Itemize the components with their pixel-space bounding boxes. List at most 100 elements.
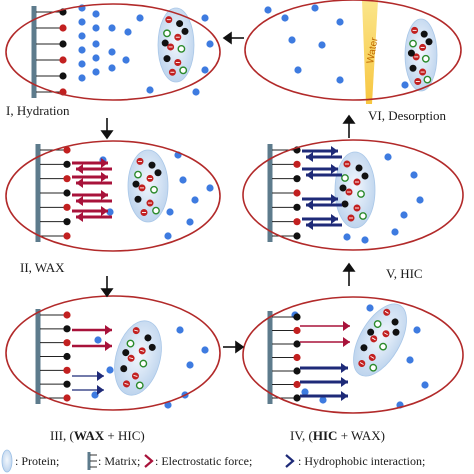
minus-mark: [134, 329, 139, 332]
ligand-head: [293, 232, 301, 240]
solvent-dot: [288, 36, 296, 44]
panel-outline: [242, 296, 464, 414]
solvent-dot: [294, 66, 302, 74]
flow-arrows: [100, 31, 356, 354]
ligand-head: [293, 353, 301, 362]
electrostatic-arrow-head: [343, 321, 350, 331]
residue: [122, 349, 130, 357]
panel-hic: [242, 139, 464, 251]
flow-arrow-right: [223, 340, 245, 354]
solvent-dot: [78, 46, 86, 54]
electrostatic-arrow-head: [76, 164, 83, 174]
protein: [334, 151, 376, 229]
hydrophobic-arrow-head: [306, 220, 313, 230]
legend-matrix-label: : Matrix;: [98, 454, 140, 468]
solvent-dot: [201, 66, 209, 74]
solvent-dot: [318, 41, 326, 49]
hydrophobic-arrow-head: [341, 363, 348, 373]
residue: [126, 339, 135, 348]
solvent-dot: [106, 366, 114, 374]
ligand-head: [59, 40, 67, 48]
solvent-dot: [108, 64, 116, 72]
solvent-dot: [186, 218, 194, 226]
ligand-head: [59, 56, 67, 64]
protein-body: [157, 7, 195, 83]
ligand-head: [63, 325, 71, 333]
ligand-head: [63, 189, 71, 197]
residue: [341, 174, 349, 182]
solvent-dot: [78, 32, 86, 40]
legend: : Protein; : Matrix; : Electrostatic for…: [1, 449, 425, 473]
solvent-dot: [301, 388, 309, 396]
solvent-dot: [166, 208, 174, 216]
minus-mark: [124, 382, 129, 385]
solvent-dot: [421, 381, 429, 389]
solvent-dot: [384, 153, 392, 161]
protein-body: [127, 149, 169, 223]
legend-electrostatic-icon: [144, 454, 154, 468]
solvent-dot: [366, 304, 374, 312]
panel-label-wax-hic: III, (WAX + HIC): [50, 428, 145, 443]
solvent-dot: [186, 361, 194, 369]
residue: [148, 343, 156, 351]
electrostatic-arrow-head: [76, 212, 83, 222]
electrostatic-arrow-head: [76, 178, 83, 188]
solvent-dot: [108, 48, 116, 56]
residue: [163, 29, 171, 38]
protein-body: [404, 18, 438, 92]
panel-outline: [242, 139, 464, 251]
ligand-head: [293, 313, 301, 321]
ligand-head: [63, 366, 71, 374]
label-part: III, (: [50, 428, 74, 443]
residue: [148, 161, 156, 169]
solvent-dot: [92, 54, 100, 62]
protein: [353, 303, 407, 377]
ligand-head: [63, 311, 71, 319]
residue: [176, 20, 184, 28]
residue: [425, 38, 433, 46]
minus-mark: [129, 357, 134, 360]
legend-electrostatic-label: : Electrostatic force;: [155, 454, 252, 468]
label-part: + HIC): [104, 428, 145, 443]
residue: [177, 44, 186, 53]
panel-label-hic-wax: IV, (HIC + WAX): [290, 428, 385, 443]
protein: [114, 320, 162, 396]
minus-mark: [370, 356, 375, 359]
panel-outline: [244, 0, 462, 101]
ligand-head: [63, 352, 71, 361]
solvent-dot: [106, 208, 114, 216]
solvent-dot: [176, 326, 184, 334]
residue: [421, 54, 430, 63]
ligand-head: [63, 203, 71, 211]
solvent-dot: [92, 10, 100, 18]
panel-hic-wax: [242, 296, 464, 414]
panel-outline: [5, 295, 221, 411]
solvent-dot: [94, 336, 102, 344]
hydrophobic-arrow-head: [341, 391, 348, 401]
residue: [409, 39, 417, 48]
solvent-dot: [124, 28, 132, 36]
ligand-head: [63, 394, 71, 402]
residue: [163, 55, 171, 63]
minus-mark: [383, 332, 388, 336]
solvent-dot: [264, 6, 272, 14]
flow-arrow-left: [222, 31, 244, 45]
panel-label-wax: II, WAX: [20, 260, 65, 275]
flow-arrow-down-2: [100, 276, 114, 298]
hydrophobic-arrow-head: [331, 194, 338, 204]
panel-outline: [5, 3, 221, 101]
residue: [420, 30, 428, 38]
solvent-dot: [122, 56, 130, 64]
legend-hydrophobic-label: : Hydrophobic interaction;: [298, 454, 425, 468]
residue: [152, 206, 160, 215]
solvent-dot: [179, 176, 187, 184]
ligand-head: [293, 326, 301, 335]
ligand-head: [293, 218, 301, 226]
minus-mark: [384, 310, 389, 314]
hydrophobic-arrow-head: [306, 152, 313, 162]
ligand-head: [63, 232, 71, 240]
residue: [355, 164, 363, 172]
solvent-dot: [146, 86, 154, 94]
panel-label-hydration: I, Hydration: [6, 103, 70, 118]
legend-protein-icon: [1, 449, 13, 473]
